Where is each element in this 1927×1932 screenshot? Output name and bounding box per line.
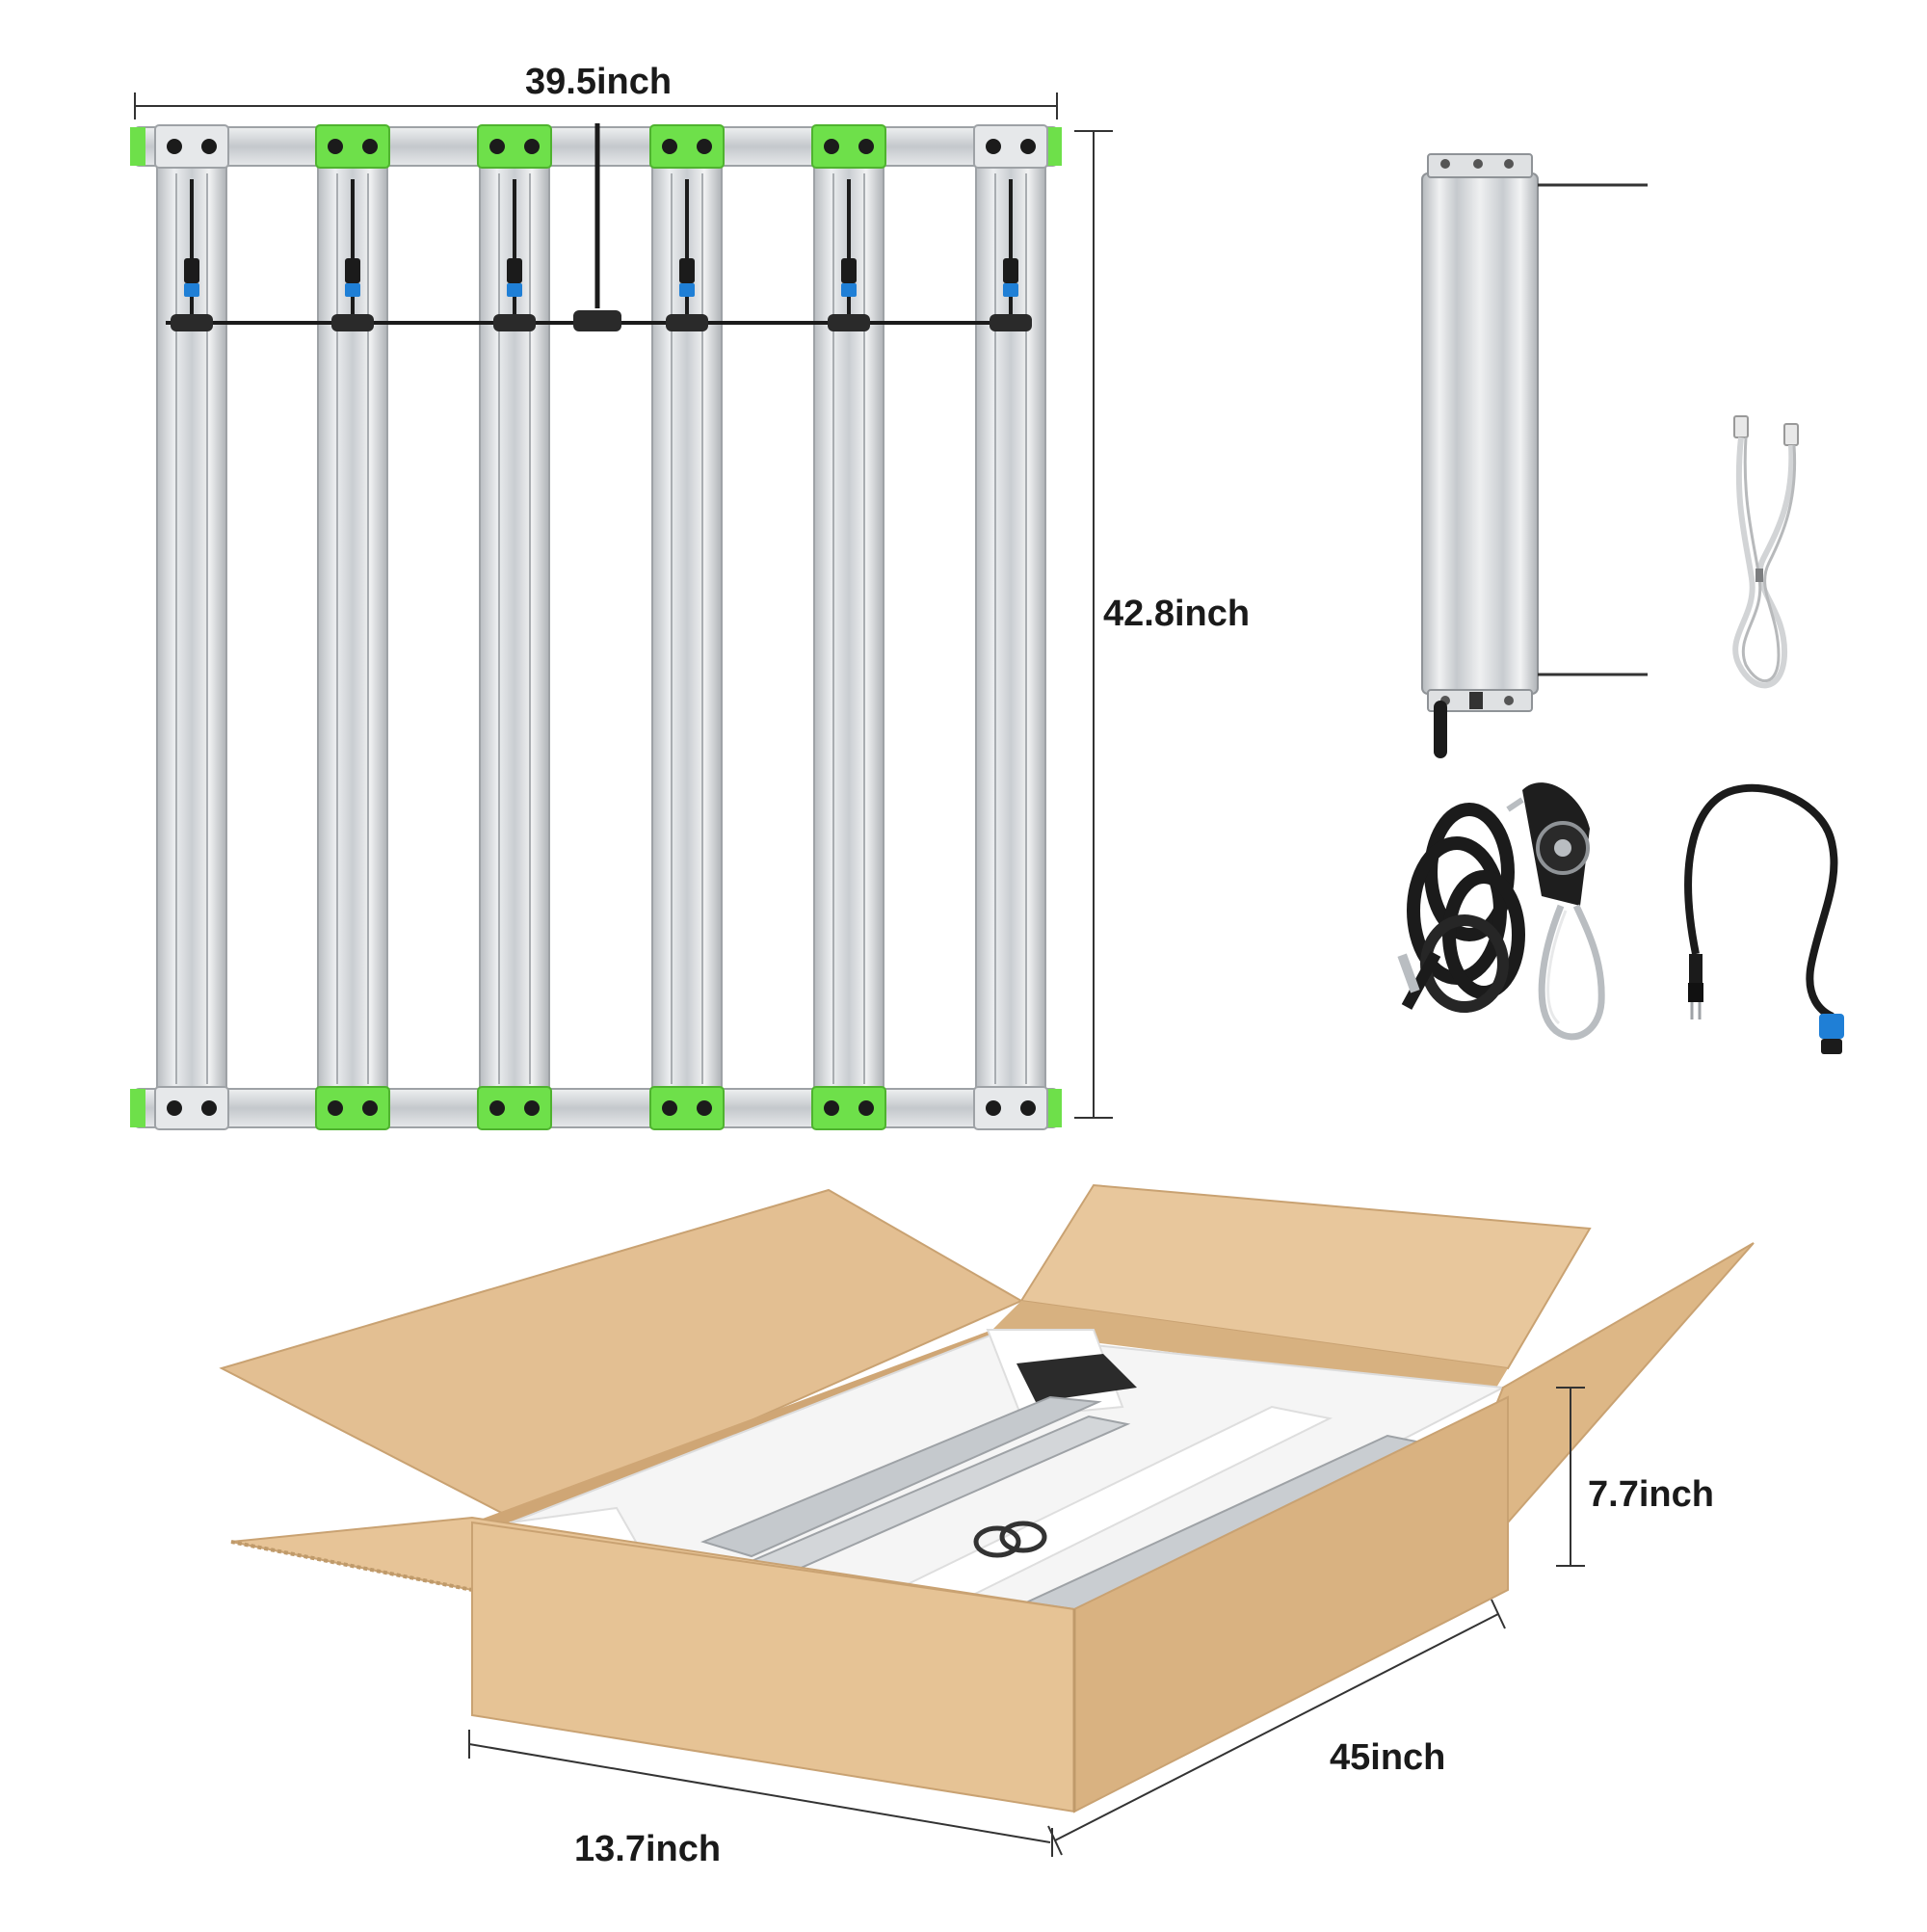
connector-blue bbox=[841, 283, 857, 297]
bracket-screw bbox=[489, 1100, 505, 1116]
bracket-screw bbox=[1020, 1100, 1036, 1116]
end-bracket bbox=[154, 1086, 229, 1130]
connector-body bbox=[841, 258, 857, 283]
bracket-screw bbox=[524, 1100, 540, 1116]
bracket-screw bbox=[824, 139, 839, 154]
green-bracket bbox=[315, 124, 390, 169]
bracket-screw bbox=[986, 1100, 1001, 1116]
bracket-screw bbox=[697, 1100, 712, 1116]
green-bracket bbox=[811, 1086, 886, 1130]
bracket-screw bbox=[328, 139, 343, 154]
power-cable-icon bbox=[1684, 783, 1844, 1054]
driver-icon bbox=[1421, 153, 1648, 758]
bracket-screw bbox=[201, 139, 217, 154]
bracket-screw bbox=[328, 1100, 343, 1116]
cable-clip bbox=[990, 314, 1032, 331]
cable-clip bbox=[331, 314, 374, 331]
green-bracket bbox=[315, 1086, 390, 1130]
connector-body bbox=[507, 258, 522, 283]
bracket-screw bbox=[201, 1100, 217, 1116]
bracket-screw bbox=[362, 1100, 378, 1116]
green-bracket bbox=[477, 1086, 552, 1130]
bracket-screw bbox=[167, 1100, 182, 1116]
light-height-label: 42.8inch bbox=[1103, 594, 1251, 634]
end-bracket bbox=[973, 124, 1048, 169]
bracket-screw bbox=[1020, 139, 1036, 154]
connector-blue bbox=[1003, 283, 1018, 297]
bracket-screw bbox=[362, 139, 378, 154]
cable-clip bbox=[828, 314, 870, 331]
connector-blue bbox=[679, 283, 695, 297]
bracket-screw bbox=[858, 1100, 874, 1116]
connector-body bbox=[184, 258, 199, 283]
bracket-screw bbox=[524, 139, 540, 154]
connector-blue bbox=[507, 283, 522, 297]
led-bar-icon bbox=[130, 93, 1113, 1130]
green-bracket bbox=[649, 1086, 725, 1130]
bracket-screw bbox=[167, 139, 182, 154]
bracket-screw bbox=[662, 139, 677, 154]
connector-body bbox=[679, 258, 695, 283]
cable-clip bbox=[493, 314, 536, 331]
end-bracket bbox=[154, 124, 229, 169]
connector-body bbox=[1003, 258, 1018, 283]
bracket-screw bbox=[697, 139, 712, 154]
green-bracket bbox=[649, 124, 725, 169]
rj-cable-icon bbox=[1732, 415, 1799, 689]
green-bracket bbox=[477, 124, 552, 169]
box-length-label: 45inch bbox=[1330, 1737, 1446, 1778]
rope-ratchet-icon bbox=[1397, 782, 1605, 1041]
shipping-box-icon bbox=[219, 1183, 1755, 1857]
bracket-screw bbox=[489, 139, 505, 154]
light-width-label: 39.5inch bbox=[525, 62, 673, 102]
connector-blue bbox=[184, 283, 199, 297]
green-bracket bbox=[811, 124, 886, 169]
box-width-label: 13.7inch bbox=[574, 1829, 722, 1869]
connector-blue bbox=[345, 283, 360, 297]
cable-clip bbox=[171, 314, 213, 331]
cable-clip bbox=[666, 314, 708, 331]
bracket-screw bbox=[986, 139, 1001, 154]
bracket-screw bbox=[858, 139, 874, 154]
bracket-screw bbox=[662, 1100, 677, 1116]
box-height-label: 7.7inch bbox=[1588, 1474, 1714, 1515]
end-bracket bbox=[973, 1086, 1048, 1130]
bracket-screw bbox=[824, 1100, 839, 1116]
connector-body bbox=[345, 258, 360, 283]
